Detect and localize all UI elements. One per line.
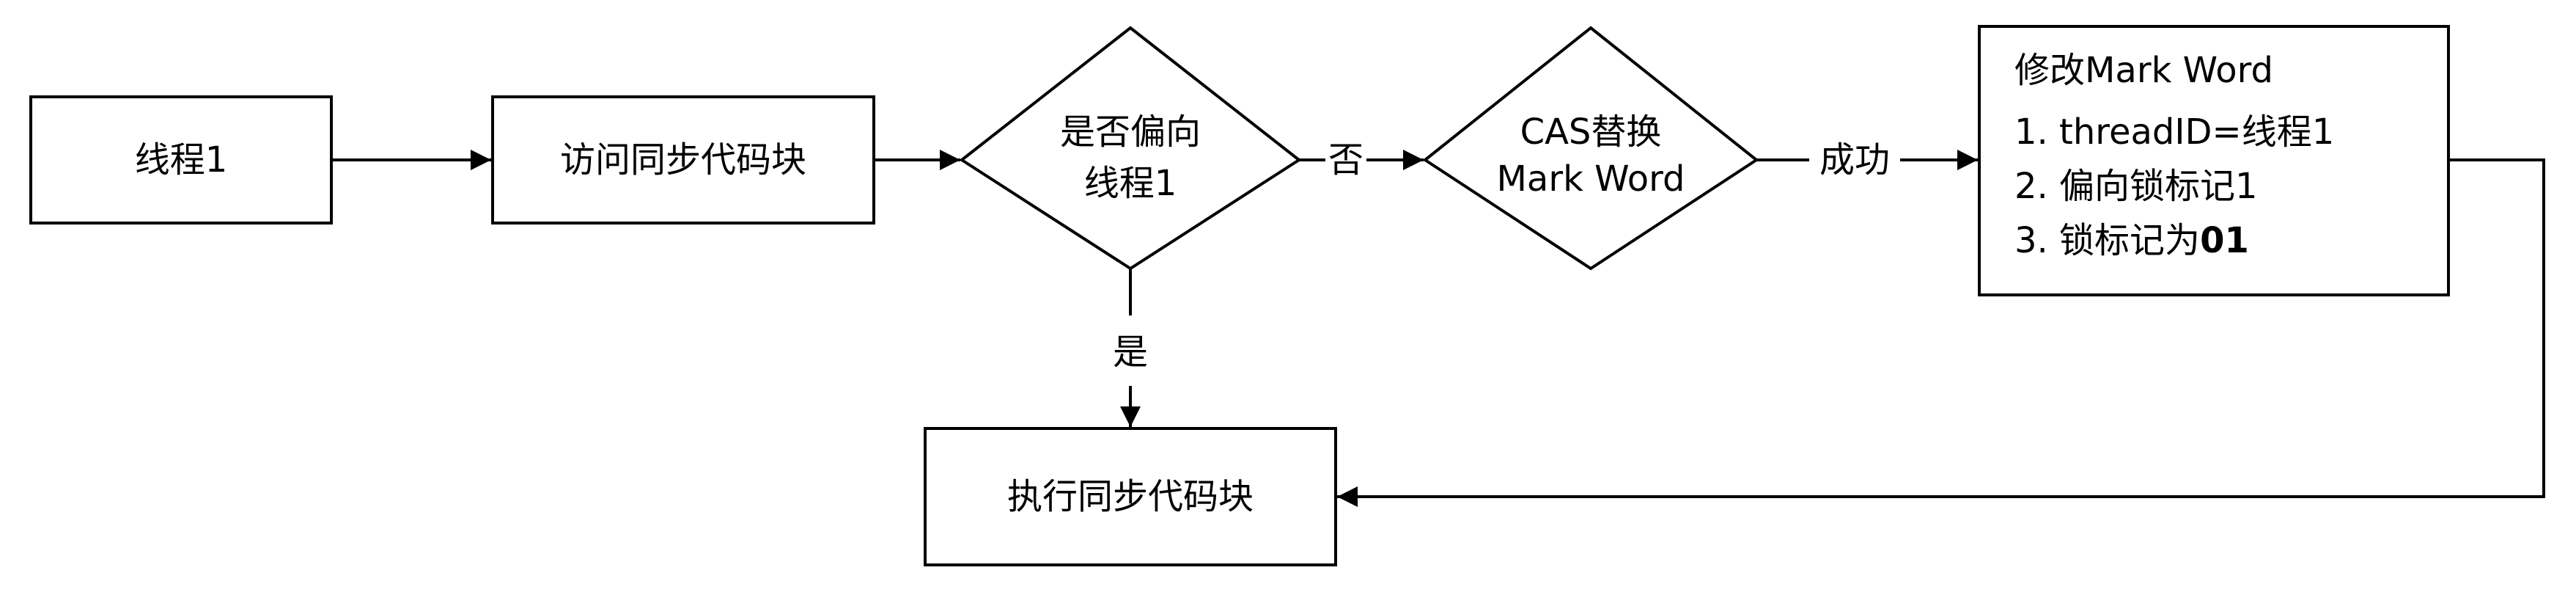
cas-decision-line1: CAS替换 [1520,112,1662,153]
thread1-node: 线程1 [29,95,333,225]
edge-no-to-cas: 否 [1299,139,1424,180]
edge-yes-to-execute: 是 [1113,269,1148,427]
edge-success-label: 成功 [1819,139,1890,180]
edge-yes-label: 是 [1113,332,1148,373]
is-biased-decision-line1: 是否偏向 [1060,112,1201,153]
modify-mark-word-item3-value: 01 [2200,220,2249,261]
execute-sync-block-box [924,427,1337,566]
access-sync-block-box [491,95,875,225]
modify-mark-word-item3: 3. 锁标记为01 [2014,220,2249,261]
access-sync-block-label: 访问同步代码块 [560,139,806,180]
access-sync-block-node: 访问同步代码块 [491,95,875,225]
edge-modify-to-execute [1337,158,2545,507]
modify-mark-word-item2: 2. 偏向锁标记1 [2014,166,2258,207]
is-biased-decision-line2: 线程1 [1084,163,1177,204]
cas-decision-node: CAS替换 Mark Word [1422,26,1759,271]
modify-mark-word-box [1978,25,2450,296]
edge-no-label: 否 [1328,139,1364,180]
modify-mark-word-title: 修改Mark Word [2014,50,2273,91]
modify-mark-word-item1: 1. threadID=线程1 [2014,112,2334,153]
thread1-label: 线程1 [135,139,228,180]
execute-sync-block-label: 执行同步代码块 [1007,476,1254,517]
edge-success-to-modify: 成功 [1756,139,1978,180]
execute-sync-block-node: 执行同步代码块 [924,427,1337,566]
modify-mark-word-node: 修改Mark Word 1. threadID=线程1 2. 偏向锁标记1 3.… [1978,25,2450,296]
cas-decision-diamond [1422,26,1759,271]
is-biased-decision-node: 是否偏向 线程1 [959,26,1302,271]
thread1-box [29,95,333,225]
modify-mark-word-item3-prefix: 3. 锁标记为 [2014,220,2200,261]
cas-decision-line2: Mark Word [1497,158,1685,200]
